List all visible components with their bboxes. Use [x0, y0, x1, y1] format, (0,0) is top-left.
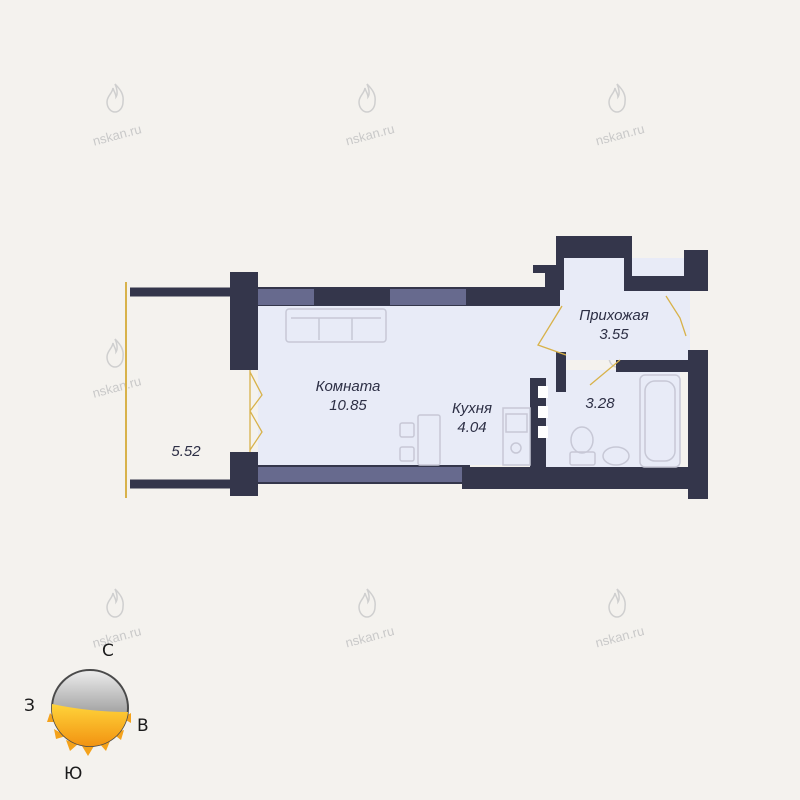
room-floor-bath	[545, 370, 680, 467]
bath-door	[589, 359, 621, 386]
watermark-text: nskan.ru	[91, 623, 143, 650]
wall-bath-top	[616, 360, 688, 372]
entrance-door	[537, 305, 567, 356]
room-area-bathroom: 3.28	[585, 395, 615, 412]
watermark: nskan.ru	[594, 588, 646, 650]
room-area-prikhozhaya: 3.55	[599, 326, 629, 343]
room-name-kukhnya: Кухня	[452, 400, 492, 417]
compass-south: Ю	[64, 764, 82, 784]
compass-east: В	[137, 716, 149, 736]
compass-west: З	[24, 696, 35, 716]
sofa	[285, 308, 387, 343]
wall-bath-stub	[556, 352, 566, 392]
window-accents	[538, 386, 548, 438]
wall-right	[688, 350, 708, 499]
room-floor-main	[258, 306, 560, 465]
window-bottom	[258, 467, 462, 482]
sink	[602, 446, 630, 466]
watermark-text: nskan.ru	[344, 121, 396, 148]
balcony	[125, 282, 232, 498]
compass-north: С	[102, 641, 114, 661]
fire-logo-icon	[106, 83, 124, 113]
fire-logo-icon	[358, 588, 376, 618]
watermark: nskan.ru	[344, 83, 396, 148]
balcony-door	[249, 370, 263, 452]
kitchen-unit	[502, 407, 531, 466]
vent-3	[538, 426, 548, 438]
watermark: nskan.ru	[91, 588, 143, 651]
compass: С В Ю З	[24, 641, 149, 784]
vent-2	[538, 406, 548, 418]
doors	[249, 295, 687, 452]
fire-logo-icon	[608, 83, 626, 113]
fire-logo-icon	[106, 338, 124, 368]
window-1	[258, 289, 314, 305]
wall-bottom-right	[462, 467, 707, 489]
furniture	[285, 308, 681, 468]
watermark-text: nskan.ru	[344, 623, 396, 650]
watermark-text: nskan.ru	[91, 121, 143, 148]
watermark-text: nskan.ru	[594, 623, 646, 650]
room-area-balcony: 5.52	[171, 443, 201, 460]
bathtub	[639, 374, 681, 468]
wall-left-upper	[230, 272, 258, 370]
watermark-text: nskan.ru	[91, 373, 143, 400]
fire-logo-icon	[106, 588, 124, 618]
windows	[258, 289, 466, 482]
watermark: nskan.ru	[594, 83, 646, 148]
room-floors	[258, 258, 690, 467]
watermark: nskan.ru	[91, 338, 143, 401]
vent-1	[538, 386, 548, 398]
sun-icon	[51, 704, 128, 747]
dining-set	[399, 414, 441, 466]
window-2	[390, 289, 466, 305]
room-name-komnata: Комната	[316, 378, 381, 395]
room-floor-hall	[556, 258, 690, 360]
room-labels: Комната 10.85 Кухня 4.04 Прихожая 3.55 3…	[171, 307, 648, 460]
room-name-prikhozhaya: Прихожая	[579, 307, 649, 324]
wall-bath-left	[530, 378, 546, 467]
wall-hall-top	[533, 236, 708, 291]
watermark-text: nskan.ru	[594, 121, 646, 148]
toilet	[569, 426, 596, 466]
watermark: nskan.ru	[344, 588, 396, 650]
room-area-komnata: 10.85	[329, 397, 367, 414]
fire-logo-icon	[608, 588, 626, 618]
watermark: nskan.ru	[91, 83, 143, 149]
room-area-kukhnya: 4.04	[457, 419, 486, 436]
fire-logo-icon	[358, 83, 376, 113]
hall-door-right	[665, 295, 687, 337]
